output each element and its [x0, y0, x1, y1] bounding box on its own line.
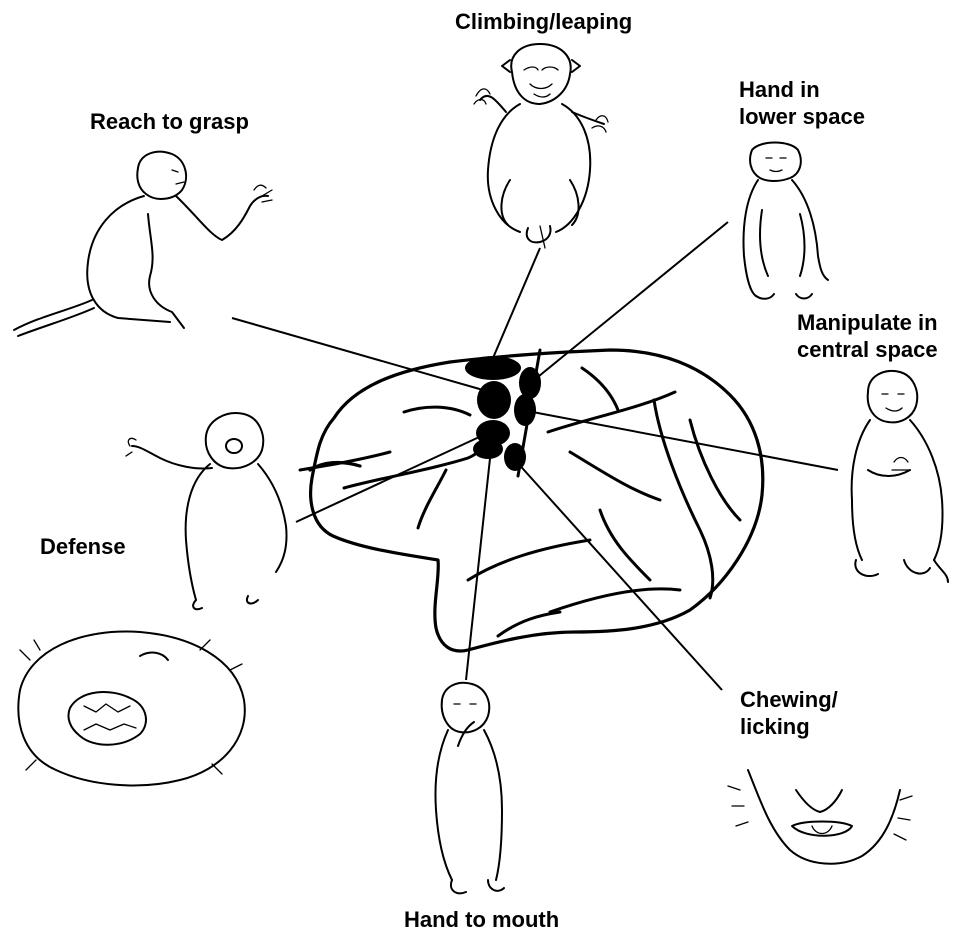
label-hand-lower-line1: Hand in	[739, 76, 865, 103]
monkey-reaching-icon	[14, 152, 272, 336]
label-chewing-line1: Chewing/	[740, 686, 838, 713]
monkey-chewing-face-icon	[728, 770, 912, 864]
connector-lines	[232, 222, 838, 690]
label-hand-lower-line2: lower space	[739, 103, 865, 130]
cortical-zones	[465, 356, 541, 471]
zone-hand-mouth	[473, 439, 503, 459]
zone-climbing	[465, 356, 521, 380]
monkey-manipulate-icon	[852, 371, 948, 582]
label-manipulate-line2: central space	[797, 336, 938, 363]
connector-chewing	[515, 460, 722, 690]
monkey-hand-lower-icon	[744, 143, 828, 299]
zone-manipulate	[514, 394, 536, 426]
label-climbing: Climbing/leaping	[455, 8, 632, 35]
monkey-defense-face-icon	[18, 632, 244, 786]
label-reach: Reach to grasp	[90, 108, 249, 135]
label-defense: Defense	[40, 533, 126, 560]
monkey-defense-icon	[126, 413, 287, 609]
monkey-climbing-icon	[474, 44, 608, 248]
zone-hand-lower	[519, 367, 541, 399]
connector-manipulate	[522, 410, 838, 470]
label-hand-lower: Hand in lower space	[739, 76, 865, 130]
zone-chewing	[504, 443, 526, 471]
connector-hand-lower	[528, 222, 728, 385]
connector-reach	[232, 318, 490, 392]
connector-climbing	[490, 248, 540, 365]
label-chewing: Chewing/ licking	[740, 686, 838, 740]
zone-reach	[477, 381, 511, 419]
label-manipulate-line1: Manipulate in	[797, 309, 938, 336]
label-manipulate: Manipulate in central space	[797, 309, 938, 363]
monkey-hand-to-mouth-icon	[436, 683, 505, 893]
label-hand-mouth: Hand to mouth	[404, 906, 559, 933]
label-chewing-line2: licking	[740, 713, 838, 740]
